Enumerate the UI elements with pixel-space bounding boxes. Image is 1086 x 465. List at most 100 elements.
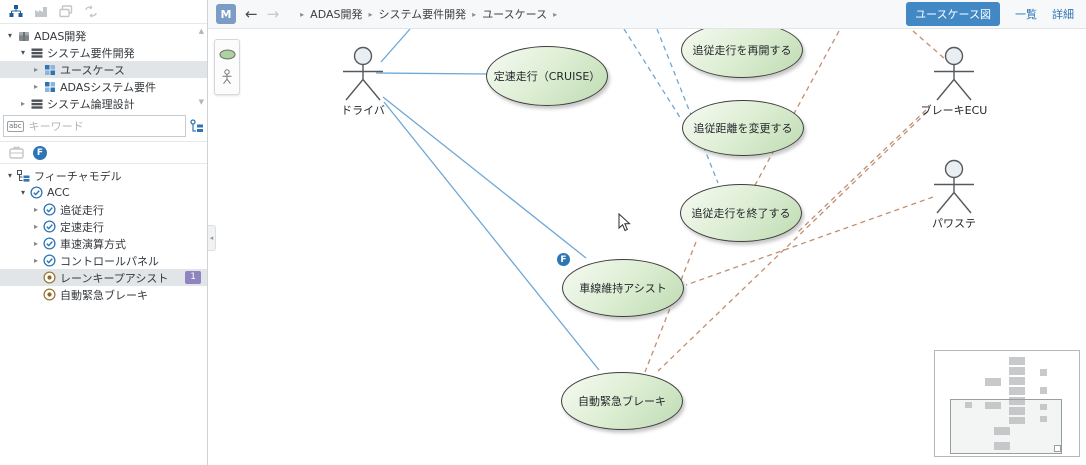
scroll-down-icon[interactable]: ▼ (198, 98, 204, 106)
view-button-usecase-diagram[interactable]: ユースケース図 (906, 2, 1000, 26)
caret-collapsed-icon[interactable]: ▸ (20, 99, 25, 108)
navigator-toolbar (0, 0, 207, 24)
check-icon (42, 203, 57, 216)
model-hierarchy-icon[interactable] (9, 5, 23, 18)
feature-tree: ▾フィーチャモデル▾ACC▸追従走行▸定速走行▸車速演算方式▸コントロールパネル… (0, 164, 207, 303)
usecase-label: 定速走行（CRUISE） (493, 70, 601, 83)
minimap[interactable] (934, 350, 1080, 457)
minimap-node-block (1009, 387, 1025, 395)
caret-expanded-icon[interactable]: ▾ (7, 171, 12, 180)
edge-driver-to-cruise[interactable] (375, 72, 490, 75)
usecase-label: 追従距離を変更する (693, 122, 793, 135)
breadcrumb-separator-icon: ▸ (300, 9, 305, 19)
tree-item-feature-model[interactable]: ▾フィーチャモデル (0, 167, 207, 184)
tree-item-label: ACC (47, 186, 70, 199)
actor-node-driver[interactable]: ドライバ (321, 46, 405, 118)
caret-expanded-icon[interactable]: ▾ (20, 188, 25, 197)
feature-badge[interactable]: F (557, 253, 570, 266)
edge-power-steering-to-lane-keep[interactable] (685, 196, 934, 286)
product-icon[interactable] (34, 5, 48, 18)
edge-offscreen-top-to-end-follow[interactable] (753, 30, 840, 188)
tree-item-acc[interactable]: ▾ ACC (0, 184, 207, 201)
breadcrumb-item[interactable]: ユースケース (482, 8, 548, 21)
editor-topbar: M ← → ▸ADAS開発▸システム要件開発▸ユースケース▸ ユースケース図一覧… (208, 0, 1086, 29)
tree-item-use-cases[interactable]: ▸ ユースケース (0, 61, 207, 78)
sync-icon[interactable] (84, 5, 98, 18)
tree-item-speed-calc-method[interactable]: ▸ 車速演算方式 (0, 235, 207, 252)
breadcrumb-item[interactable]: ADAS開発 (310, 8, 363, 21)
edge-offscreen-top-to-brake-ecu[interactable] (912, 30, 946, 60)
usecase-tool-icon[interactable] (219, 49, 236, 60)
breadcrumb-separator-icon: ▸ (553, 9, 558, 19)
model-menu-button[interactable]: M (216, 4, 236, 24)
feature-model-tab-icon[interactable]: F (33, 145, 47, 160)
caret-collapsed-icon[interactable]: ▸ (33, 239, 38, 248)
actor-figure-icon (934, 159, 974, 214)
tree-item-label: 車速演算方式 (60, 237, 126, 251)
search-box: abc (3, 115, 186, 137)
caret-expanded-icon[interactable]: ▾ (20, 48, 25, 57)
caret-collapsed-icon[interactable]: ▸ (33, 82, 38, 91)
filter-hierarchy-icon[interactable] (189, 119, 204, 133)
search-row: abc (3, 115, 204, 137)
tree-item-system-logical-design[interactable]: ▸システム論理設計 (0, 95, 207, 112)
minimap-node-block (1009, 407, 1025, 415)
edge-brake-ecu-to-auto-emergency-brake[interactable] (657, 111, 928, 372)
text-search-icon: abc (7, 120, 24, 132)
caret-collapsed-icon[interactable]: ▸ (33, 205, 38, 214)
tree-item-label: システム要件開発 (47, 46, 135, 60)
caret-collapsed-icon[interactable]: ▸ (33, 256, 38, 265)
tree-item-system-requirements-dev[interactable]: ▾ システム要件開発 (0, 44, 207, 61)
caret-expanded-icon[interactable]: ▾ (7, 31, 12, 40)
dot-icon (42, 271, 57, 284)
tree-item-label: レーンキープアシスト (60, 271, 169, 285)
keyword-search-input[interactable] (26, 118, 185, 134)
panel-collapse-handle[interactable]: ◂ (208, 225, 216, 251)
tree-item-adas-dev[interactable]: ▾ ADAS開発 (0, 27, 207, 44)
tree-item-cruise-drive[interactable]: ▸定速走行 (0, 218, 207, 235)
minimap-viewport[interactable] (950, 399, 1062, 454)
minimap-node-block (1040, 387, 1047, 394)
check-icon (42, 254, 57, 267)
project-model-tab-icon[interactable] (9, 146, 24, 159)
caret-collapsed-icon[interactable]: ▸ (33, 65, 38, 74)
edge-offscreen-top-to-end-follow[interactable] (656, 29, 719, 184)
copy-icon[interactable] (59, 5, 73, 18)
check-icon (42, 220, 57, 233)
actor-node-power-steering[interactable]: パワステ (912, 159, 996, 231)
minimap-node-block (1009, 417, 1025, 424)
tree-item-auto-emergency-brake[interactable]: 自動緊急ブレーキ (0, 286, 207, 303)
usecase-diagram-canvas[interactable]: ◂ 定速走行（CRUISE） 追従走行を再開する追従距離を変更する追従走行を終了す… (208, 29, 1086, 465)
usecase-node-cruise[interactable]: 定速走行（CRUISE） (486, 46, 608, 106)
usecase-node-lane-keep[interactable]: 車線維持アシスト (562, 259, 684, 317)
view-button-list[interactable]: 一覧 (1015, 8, 1037, 21)
edge-driver-to-lane-keep[interactable] (382, 96, 587, 259)
tree-item-control-panel[interactable]: ▸ コントロールパネル (0, 252, 207, 269)
tree-item-label: ADAS開発 (34, 29, 87, 43)
feature-icon (16, 169, 31, 182)
caret-collapsed-icon[interactable]: ▸ (33, 222, 38, 231)
edge-offscreen-top-to-change-distance[interactable] (623, 29, 682, 120)
tree-item-label: ユースケース (60, 63, 125, 77)
actor-tool-icon[interactable] (221, 69, 233, 85)
usecase-node-end-follow[interactable]: 追従走行を終了する (680, 184, 802, 242)
edge-driver-to-offscreen-top[interactable] (380, 29, 411, 63)
view-button-detail[interactable]: 詳細 (1052, 8, 1074, 21)
usecase-node-auto-emergency-brake[interactable]: 自動緊急ブレーキ (561, 372, 683, 430)
tree-item-label: ADASシステム要件 (60, 80, 156, 94)
scroll-up-icon[interactable]: ▲ (198, 27, 204, 35)
tree-item-label: コントロールパネル (60, 254, 159, 268)
edge-driver-to-auto-emergency-brake[interactable] (383, 101, 600, 371)
tree-item-adas-system-requirements[interactable]: ▸ ADASシステム要件 (0, 78, 207, 95)
edge-brake-ecu-to-end-follow[interactable] (796, 109, 927, 234)
back-arrow-icon[interactable]: ← (245, 4, 258, 23)
minimap-node-block (1040, 369, 1047, 376)
minimap-resize-handle[interactable] (1054, 445, 1061, 452)
minimap-node-block (985, 378, 1001, 386)
tree-item-follow-drive[interactable]: ▸追従走行 (0, 201, 207, 218)
breadcrumb-item[interactable]: システム要件開発 (378, 8, 467, 21)
usecase-node-change-distance[interactable]: 追従距離を変更する (682, 100, 804, 156)
actor-node-brake-ecu[interactable]: ブレーキECU (912, 46, 996, 118)
usecase-node-resume-follow[interactable]: 追従走行を再開する (681, 29, 803, 78)
